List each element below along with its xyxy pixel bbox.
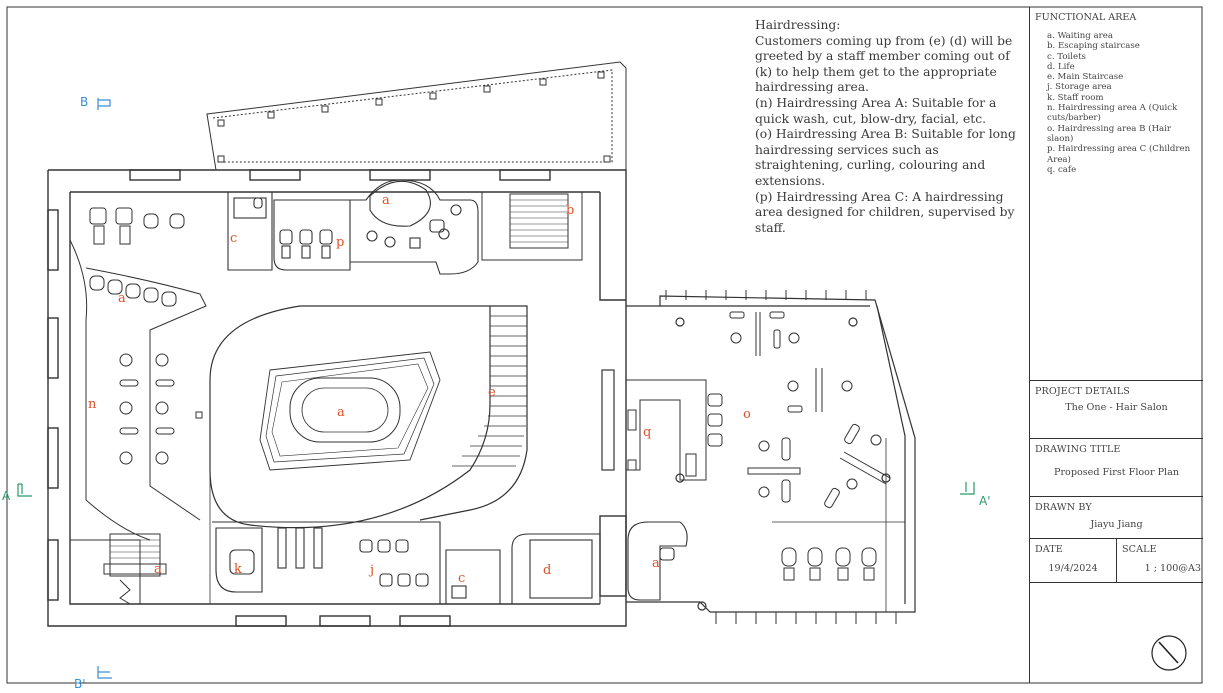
functional-area-item: n. Hairdressing area A (Quick cuts/barbe… xyxy=(1047,103,1178,124)
functional-area-item: k. Staff room xyxy=(1047,92,1104,103)
room-label-c-top: c xyxy=(230,231,237,246)
room-label-a-top: a xyxy=(382,193,390,208)
section-arrow-b xyxy=(97,98,111,110)
functional-area-item: d. Life xyxy=(1047,61,1075,72)
section-arrow-a-prime xyxy=(960,482,975,495)
functional-area-item: q. cafe xyxy=(1047,164,1077,175)
room-label-a-center: a xyxy=(337,405,345,420)
functional-area-list: a. Waiting area b. Escaping staircase c.… xyxy=(1035,31,1200,175)
room-label-a-left: a xyxy=(118,291,126,306)
drawing-title-title: DRAWING TITLE xyxy=(1035,444,1121,455)
cafe-counter xyxy=(626,379,723,481)
project-details-section: PROJECT DETAILS The One - Hair Salon xyxy=(1030,380,1203,439)
drawing-title-section: DRAWING TITLE Proposed First Floor Plan xyxy=(1030,438,1203,497)
room-label-j: j xyxy=(368,563,374,578)
sheet-border xyxy=(6,6,1203,684)
drawing-title-value: Proposed First Floor Plan xyxy=(1054,467,1179,478)
date-title: DATE xyxy=(1035,544,1063,555)
room-label-c-bottom: c xyxy=(458,571,465,586)
room-label-d: d xyxy=(543,563,551,578)
room-label-q: q xyxy=(643,425,651,440)
room-label-k: k xyxy=(234,562,242,577)
section-mark-a: A xyxy=(2,489,11,503)
functional-area-item: b. Escaping staircase xyxy=(1047,41,1140,52)
description-area-o: (o) Hairdressing Area B: Suitable for lo… xyxy=(755,127,1016,188)
room-label-e: e xyxy=(488,385,496,400)
project-details-title: PROJECT DETAILS xyxy=(1035,386,1130,397)
functional-area-item: p. Hairdressing area C (Children Area) xyxy=(1047,144,1191,165)
description-area-p: (p) Hairdressing Area C: A hairdressing … xyxy=(755,189,1015,235)
roof-terrace xyxy=(206,61,627,171)
functional-area-item: e. Main Staircase xyxy=(1047,72,1124,83)
drawn-by-title: DRAWN BY xyxy=(1035,502,1092,513)
functional-area-item: a. Waiting area xyxy=(1047,31,1113,41)
room-label-n: n xyxy=(88,397,97,412)
scale-title: SCALE xyxy=(1122,544,1157,555)
project-details-value: The One - Hair Salon xyxy=(1065,402,1168,413)
section-mark-a-prime: A' xyxy=(979,494,991,508)
section-mark-b-prime: B' xyxy=(74,677,86,691)
drawn-by-section: DRAWN BY Jiayu Jiang xyxy=(1030,496,1203,539)
title-block-bottom-rule xyxy=(1030,582,1203,583)
room-label-a-bottom-right: a xyxy=(652,556,660,571)
title-block: FUNCTIONAL AREA a. Waiting area b. Escap… xyxy=(1029,7,1203,683)
room-label-b: b xyxy=(566,203,574,218)
date-scale-divider xyxy=(1116,539,1117,583)
lower-left-stair xyxy=(70,533,167,605)
room-label-a-bottom-left: a xyxy=(154,562,162,577)
scale-value: 1 ; 100@A3 xyxy=(1144,563,1201,574)
north-arrow-needle xyxy=(1158,641,1179,664)
section-arrow-a xyxy=(17,483,32,497)
annex-walls xyxy=(601,290,916,624)
description-heading: Hairdressing: xyxy=(755,18,841,32)
functional-area-item: o. Hairdressing area B (Hair slaon) xyxy=(1047,123,1172,144)
section-mark-b: B xyxy=(80,95,88,109)
section-arrow-b-prime xyxy=(97,666,112,679)
central-atrium xyxy=(209,305,528,604)
north-arrow-icon xyxy=(1151,635,1187,671)
functional-area-item: c. Toilets xyxy=(1047,51,1086,62)
description-area-n: (n) Hairdressing Area A: Suitable for a … xyxy=(755,95,997,126)
date-value: 19/4/2024 xyxy=(1048,563,1098,574)
top-rooms xyxy=(227,179,479,275)
salon-b-furniture xyxy=(729,311,891,581)
drawn-by-value: Jiayu Jiang xyxy=(1090,519,1143,530)
escape-stair-b xyxy=(481,191,583,261)
bottom-rooms xyxy=(212,521,688,604)
salon-a-furniture xyxy=(69,207,207,541)
description-intro: Customers coming up from (e) (d) will be… xyxy=(755,33,1013,95)
room-label-p: p xyxy=(336,235,344,250)
date-scale-section: DATE 19/4/2024 SCALE 1 ; 100@A3 xyxy=(1030,538,1203,583)
functional-area-title: FUNCTIONAL AREA xyxy=(1035,12,1137,23)
functional-area-item: j. Storage area xyxy=(1047,82,1112,93)
room-label-o: o xyxy=(743,407,751,422)
hairdressing-description: Hairdressing: Customers coming up from (… xyxy=(755,18,1027,236)
